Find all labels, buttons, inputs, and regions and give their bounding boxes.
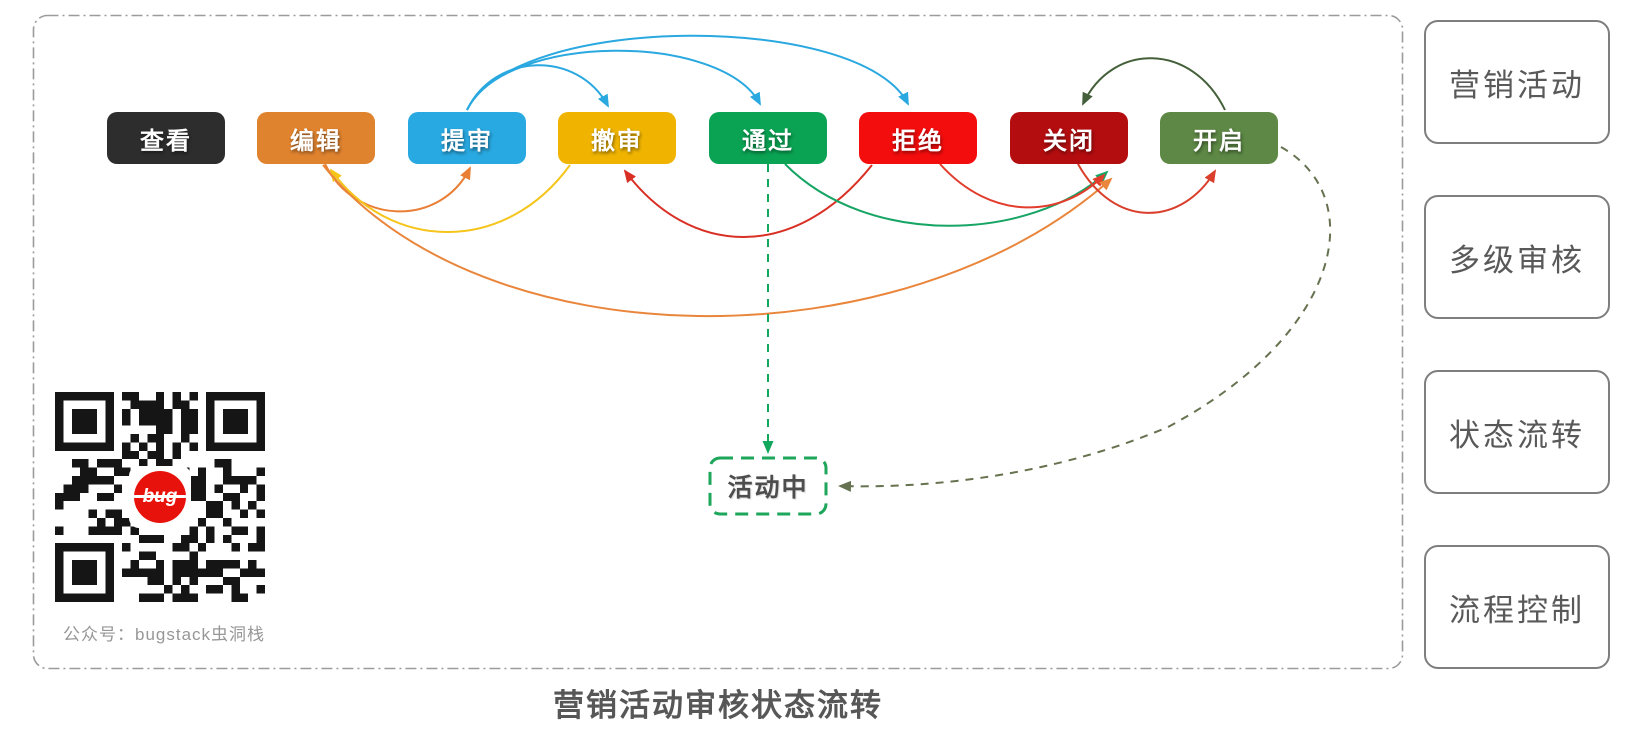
qr-matrix — [55, 392, 265, 602]
edge-submit-to-approve — [466, 49, 761, 111]
card-multi-level-review: 多级审核 — [1424, 195, 1610, 319]
card-marketing-activity: 营销活动 — [1424, 20, 1610, 144]
active-state-border — [708, 456, 828, 516]
edge-submit-to-reject — [466, 34, 909, 111]
card-process-control: 流程控制 — [1424, 545, 1610, 669]
edge-reject-to-withdraw — [623, 164, 873, 238]
qr-caption: 公众号：bugstack虫洞栈 — [63, 625, 266, 644]
node-submit: 提审 — [408, 112, 526, 164]
flow-canvas-border — [32, 14, 1404, 670]
node-reject: 拒绝 — [859, 112, 977, 164]
edge-approve-to-close — [784, 163, 1109, 227]
node-withdraw: 撤审 — [558, 112, 676, 164]
active-state-node: 活动中 — [727, 474, 809, 502]
node-edit: 编辑 — [257, 112, 375, 164]
edge-reject-to-close — [939, 163, 1106, 209]
card-state-flow: 状态流转 — [1424, 370, 1610, 494]
node-approve: 通过 — [709, 112, 827, 164]
edge-close-to-open — [1077, 163, 1217, 214]
bug-logo-text: bug — [142, 486, 178, 507]
edge-open-to-close — [1082, 57, 1226, 111]
edge-submit-to-withdraw — [466, 64, 609, 111]
diagram-title: 营销活动审核状态流转 — [553, 688, 883, 723]
node-view: 查看 — [107, 112, 225, 164]
edge-open-to-active — [838, 146, 1332, 492]
qr-code: bug — [55, 392, 265, 602]
edge-edit-to-close — [322, 164, 1113, 318]
edge-withdraw-to-edit — [329, 164, 571, 233]
node-close: 关闭 — [1010, 112, 1128, 164]
bug-logo-icon: bug — [129, 466, 191, 528]
node-open: 开启 — [1160, 112, 1278, 164]
